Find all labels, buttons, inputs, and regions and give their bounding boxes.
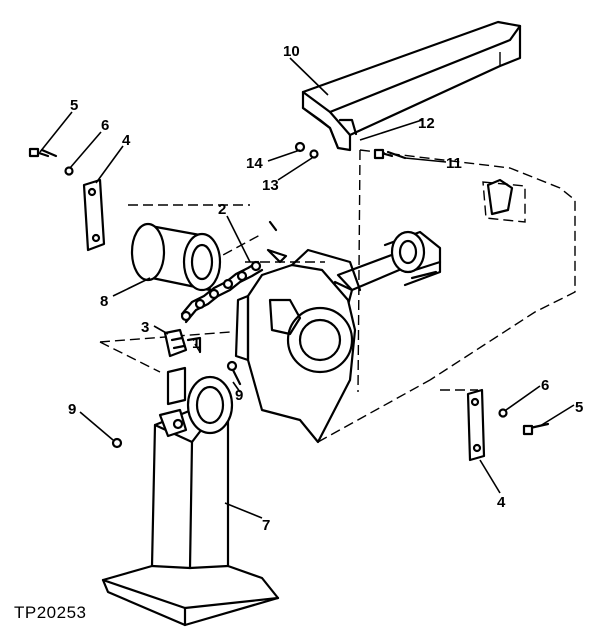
callout-13: 13 (262, 177, 279, 194)
callout-9-left: 9 (68, 401, 76, 418)
callout-6-right: 6 (541, 377, 549, 394)
nut-right (498, 408, 508, 418)
callout-11: 11 (446, 155, 462, 172)
top-cover-channel (301, 20, 522, 152)
callout-2: 2 (218, 201, 226, 218)
callout-8: 8 (100, 293, 108, 310)
chain-connector-bracket (163, 328, 202, 358)
figure-id: TP20253 (14, 603, 87, 622)
callout-5-right: 5 (575, 399, 583, 416)
callout-1: 1 (192, 335, 200, 352)
bolt-right (522, 422, 550, 436)
callout-4-left: 4 (122, 132, 131, 149)
cap-screw (373, 148, 407, 160)
callout-12: 12 (418, 115, 435, 132)
roller-chain (180, 220, 288, 324)
cylinder-sleeve (130, 222, 222, 292)
callout-6-left: 6 (101, 117, 109, 134)
callout-10: 10 (283, 43, 300, 60)
strap-left (82, 178, 106, 252)
cap-screw-small (294, 141, 319, 159)
callout-5-left: 5 (70, 97, 78, 114)
pivot-bracket-assembly (330, 178, 514, 307)
strap-right (466, 388, 486, 462)
callout-labels: 10 12 14 13 11 5 6 4 2 8 3 1 9 9 7 6 5 4 (68, 43, 583, 534)
bolt-left (28, 147, 58, 158)
phantom-housing-outline (99, 149, 576, 443)
callout-9-center: 9 (235, 387, 243, 404)
callout-7: 7 (262, 517, 270, 534)
pedestal-stand (101, 366, 280, 627)
screw-left (111, 437, 123, 449)
pivot-plate (234, 248, 362, 444)
screw-center (226, 360, 242, 386)
callout-3: 3 (141, 319, 149, 336)
nut-left (64, 166, 74, 176)
callout-4-right: 4 (497, 494, 506, 511)
leader-lines (39, 57, 575, 519)
callout-14: 14 (246, 155, 263, 172)
